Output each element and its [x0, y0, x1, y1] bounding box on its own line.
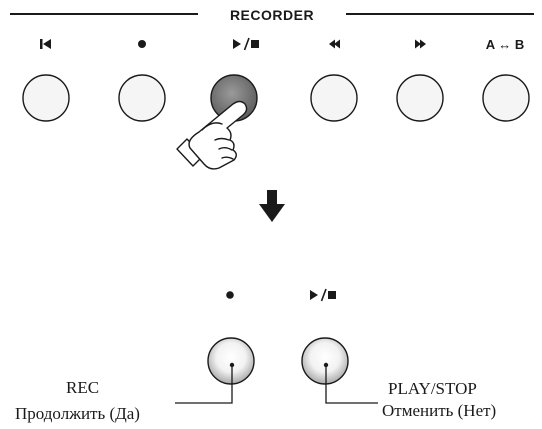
pressing-hand-icon — [176, 100, 248, 170]
ab-repeat-button[interactable] — [482, 74, 530, 122]
rewind-icon — [329, 39, 340, 49]
play-stop-caption-action: Отменить (Нет) — [382, 401, 497, 420]
record-button[interactable] — [118, 74, 166, 122]
result-icon-row — [226, 288, 336, 302]
result-record-button[interactable] — [207, 337, 255, 385]
play-stop-caption-title: PLAY/STOP — [388, 379, 477, 398]
arrow-down-icon — [259, 190, 285, 222]
result-buttons — [207, 337, 349, 385]
result-play-stop-button[interactable] — [301, 337, 349, 385]
record-dot-icon — [138, 40, 146, 48]
fast-forward-icon — [415, 39, 426, 49]
button-icon-row: A ↔ B — [40, 37, 524, 52]
rec-caption-action: Продолжить (Да) — [15, 404, 140, 423]
result-record-dot-icon — [226, 291, 234, 299]
recorder-section-label: RECORDER — [230, 7, 314, 23]
play-stop-icon — [233, 37, 259, 51]
skip-to-start-button[interactable] — [22, 74, 70, 122]
result-play-stop-icon — [310, 288, 336, 302]
rewind-button[interactable] — [310, 74, 358, 122]
skip-to-start-icon — [40, 39, 51, 49]
leader-lines — [175, 365, 378, 404]
play-stop-leader-line — [325, 365, 378, 404]
fast-forward-button[interactable] — [396, 74, 444, 122]
rec-leader-line — [175, 365, 233, 404]
recorder-buttons — [22, 74, 530, 122]
recorder-header: RECORDER — [10, 7, 534, 23]
rec-caption-title: REC — [66, 378, 100, 397]
ab-repeat-icon: A ↔ B — [486, 37, 525, 52]
